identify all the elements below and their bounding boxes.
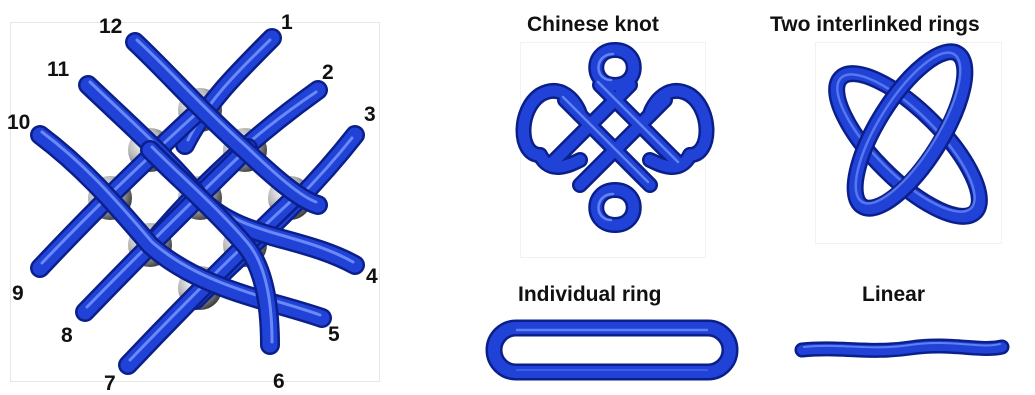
linear-figure — [780, 270, 1035, 394]
interlinked-rings-panel: Two interlinked rings — [760, 0, 1035, 260]
interlinked-rings-figure — [760, 0, 1035, 260]
strand-number-7: 7 — [104, 373, 116, 394]
individual-ring-panel: Individual ring — [480, 270, 750, 394]
strand-number-11: 11 — [47, 59, 69, 80]
linear-panel: Linear — [780, 270, 1035, 394]
strand-number-12: 12 — [99, 16, 122, 37]
strand-number-6: 6 — [273, 371, 285, 392]
strand-number-2: 2 — [322, 62, 334, 83]
strand-number-1: 1 — [281, 12, 293, 33]
strand-number-10: 10 — [7, 112, 30, 133]
woven-grid-panel: 1 2 3 4 5 6 7 8 9 10 11 12 — [0, 0, 400, 394]
individual-ring-figure — [480, 270, 750, 394]
chinese-knot-figure — [490, 0, 740, 260]
strand-number-9: 9 — [12, 283, 24, 304]
strand-number-5: 5 — [328, 324, 340, 345]
strand-number-8: 8 — [61, 325, 73, 346]
strand-6 — [40, 110, 200, 268]
strand-number-4: 4 — [366, 266, 378, 287]
strand-number-3: 3 — [364, 104, 376, 125]
chinese-knot-panel: Chinese knot — [490, 0, 740, 260]
